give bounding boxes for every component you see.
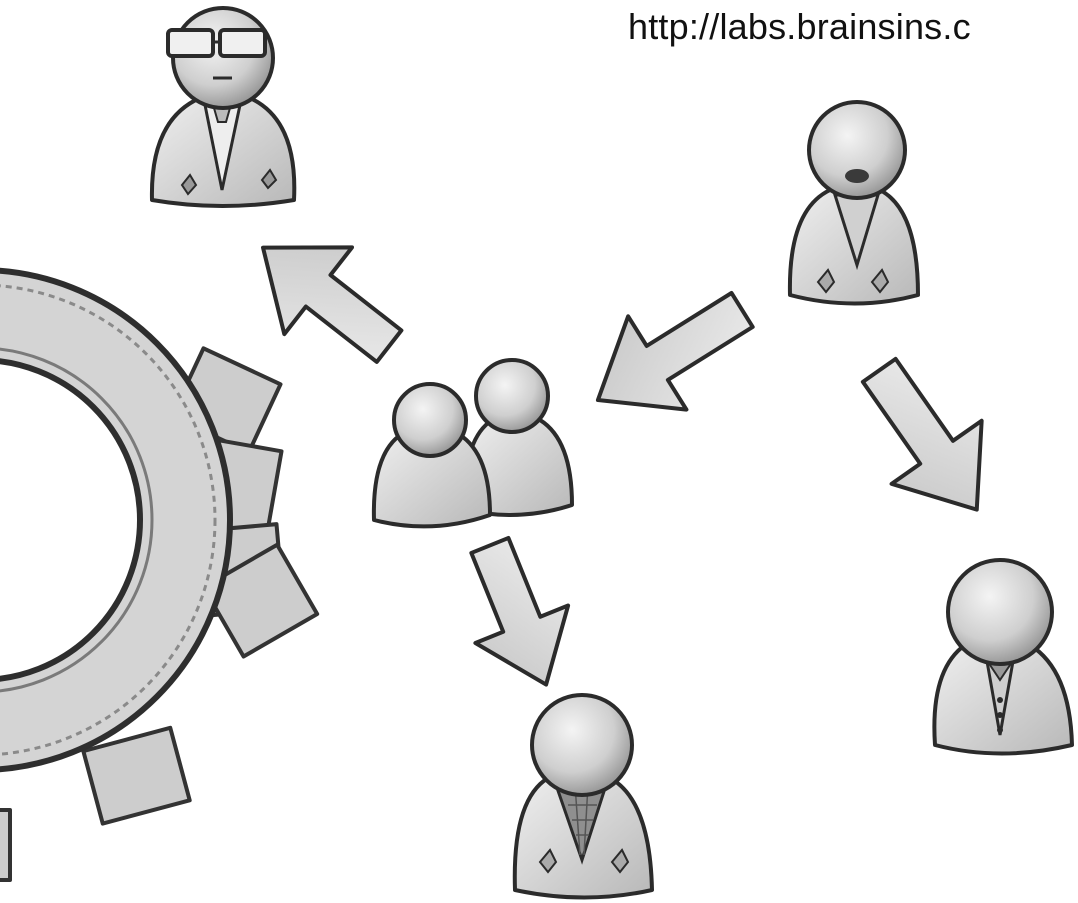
person-plaid-shirt-icon <box>515 695 652 898</box>
person-vest-icon <box>934 560 1072 754</box>
arrow-down-icon <box>444 527 593 704</box>
source-url: http://labs.brainsins.c <box>628 6 971 48</box>
arrow-up-left-icon <box>229 204 423 389</box>
arrow-down-left-icon <box>569 263 771 446</box>
person-bowtie-icon <box>790 102 918 304</box>
gear-icon <box>0 216 317 880</box>
user-group-icon <box>374 360 572 526</box>
person-glasses-tie-icon <box>152 8 294 206</box>
arrow-down-right-icon <box>834 339 1022 541</box>
